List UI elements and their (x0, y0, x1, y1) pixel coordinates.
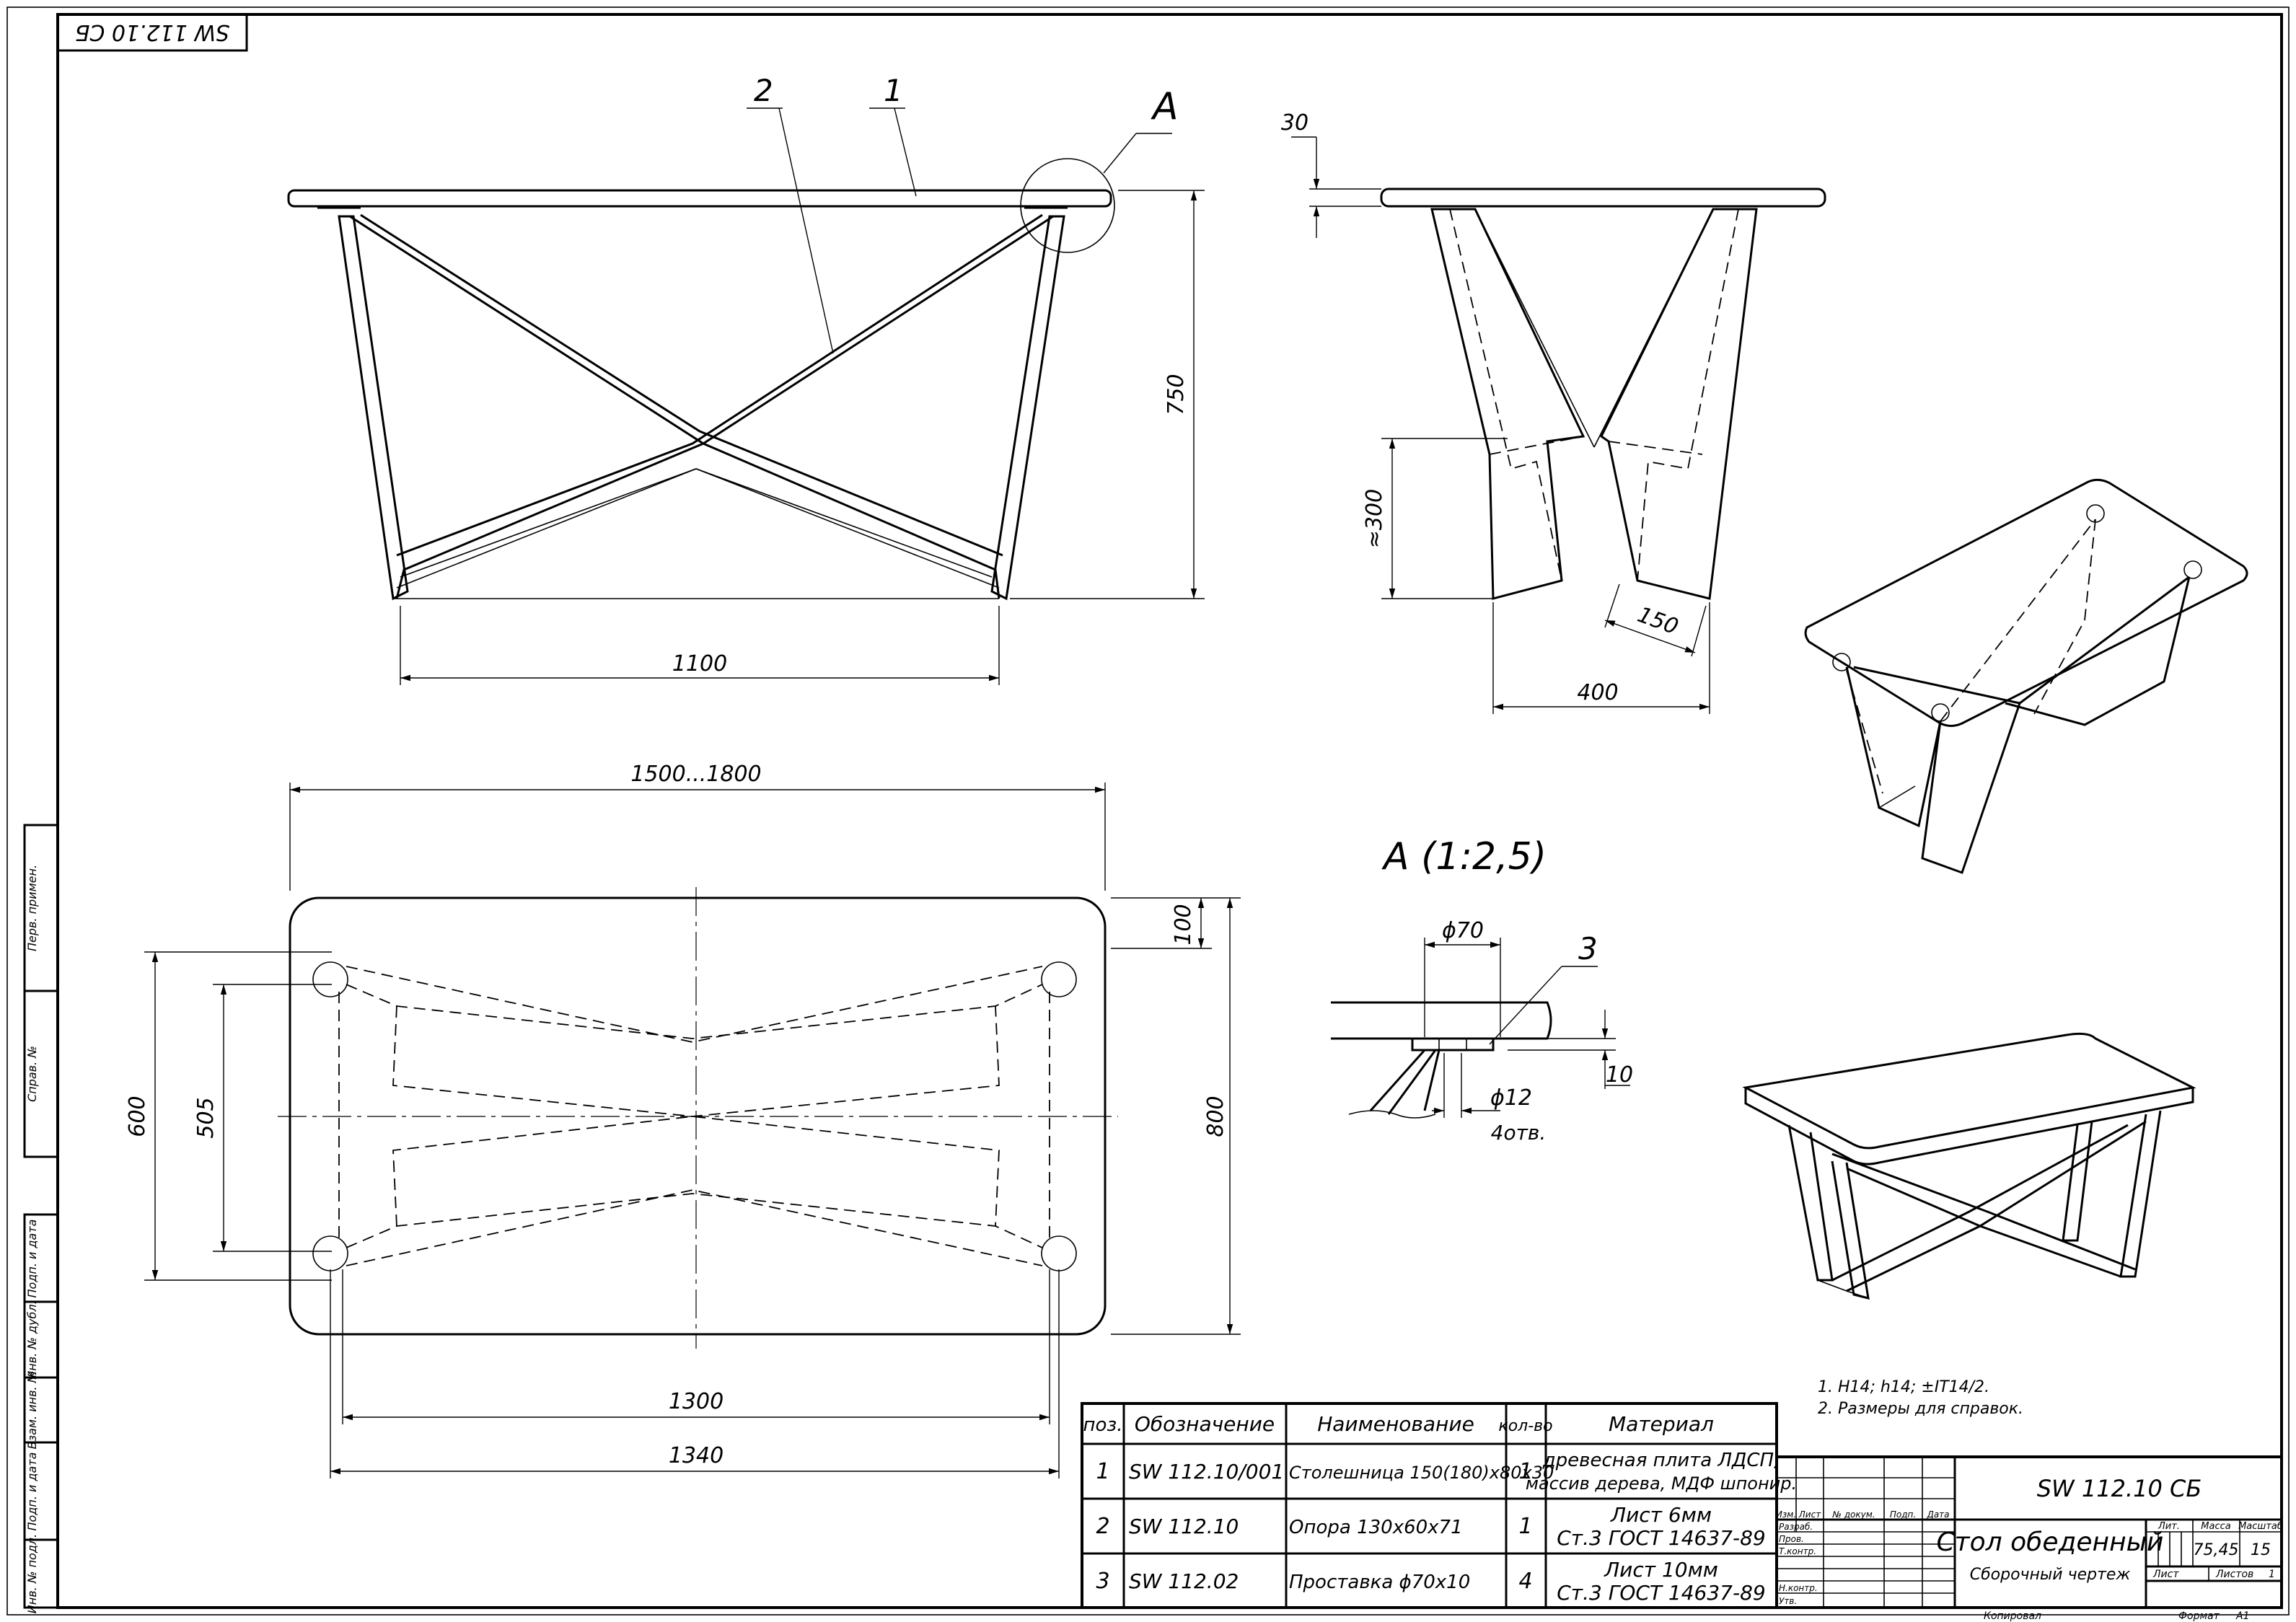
spec-row1-name: Столешница 150(180)х80х30 (1289, 1463, 1554, 1483)
spec-header-name: Наименование (1317, 1412, 1474, 1436)
tb-code: SW 112.10 СБ (2037, 1475, 2202, 1502)
tb-scale-label: Масштаб (2238, 1521, 2283, 1532)
detail-A-view: А (1:2,5) ϕ70 3 10 ϕ12 4отв. (1331, 835, 1633, 1145)
pos-1: 1 (884, 73, 903, 108)
dim-10: 10 (1606, 1062, 1633, 1088)
tb-sheet-label: Лист (2152, 1569, 2179, 1580)
dim-1500: 1500...1800 (630, 762, 761, 787)
tb-col-doc: № докум. (1831, 1509, 1875, 1520)
tb-format-label: Формат (2178, 1610, 2220, 1622)
dim-150: 150 (1634, 602, 1681, 640)
tb-role-1: Пров. (1779, 1534, 1804, 1544)
tb-col-date: Дата (1926, 1509, 1949, 1520)
tb-mass-label: Масса (2201, 1521, 2230, 1532)
top-stamp: SW 112.10 СБ (56, 13, 248, 52)
spec-row3-qty: 4 (1518, 1569, 1532, 1594)
dim-300: ≈300 (1362, 489, 1387, 548)
tb-role-2: Т.контр. (1779, 1546, 1816, 1556)
front-view: А 1 2 1100 750 (287, 73, 1205, 685)
dim-600: 600 (125, 1096, 150, 1137)
dim-phi70: ϕ70 (1442, 918, 1484, 943)
spec-header-code: Обозначение (1135, 1412, 1275, 1436)
pos-2: 2 (754, 73, 773, 108)
spec-row3-pos: 3 (1096, 1569, 1109, 1594)
side-label-1: Справ. № (25, 1046, 39, 1102)
dim-1300: 1300 (669, 1389, 723, 1414)
tb-sheets-label: Листов (2215, 1569, 2253, 1580)
spec-row2-code: SW 112.10 (1129, 1515, 1239, 1538)
spec-row1-mat1: древесная плита ЛДСП, (1542, 1450, 1780, 1471)
side-label-3: Инв. № дубл. (25, 1300, 39, 1379)
dim-400: 400 (1577, 680, 1618, 705)
tb-format: А1 (2235, 1610, 2249, 1622)
detail-title: А (1:2,5) (1381, 835, 1547, 878)
iso-view-transparent (1804, 478, 2248, 874)
spec-row2-mat1: Лист 6мм (1610, 1503, 1712, 1527)
dim-1340: 1340 (669, 1443, 723, 1468)
top-stamp-code: SW 112.10 СБ (75, 19, 229, 45)
top-view: 1500...1800 100 800 600 505 1300 1340 (125, 762, 1241, 1478)
tb-scale: 15 (2251, 1541, 2271, 1559)
dim-750: 750 (1164, 374, 1189, 415)
side-view: 30 ≈300 400 150 (1281, 110, 1826, 714)
callout-A: А (1151, 85, 1179, 128)
tb-lit-label: Лит. (2158, 1521, 2180, 1532)
spec-row2-qty: 1 (1518, 1514, 1532, 1539)
dim-100: 100 (1171, 904, 1196, 945)
spec-row3-name: Проставка ϕ70х10 (1289, 1572, 1470, 1593)
tb-col-izm: Изм. (1776, 1509, 1796, 1520)
note-2: 2. Размеры для справок. (1818, 1400, 2023, 1418)
tb-copied: Копировал (1984, 1610, 2041, 1622)
spec-row3-mat2: Ст.3 ГОСТ 14637-89 (1557, 1581, 1765, 1605)
spec-row1-qty: 1 (1518, 1459, 1532, 1484)
spec-row2-mat2: Ст.3 ГОСТ 14637-89 (1557, 1526, 1765, 1550)
spec-table: поз. Обозначение Наименование кол-во Мат… (1081, 1402, 1797, 1609)
iso-view-solid (1742, 1032, 2196, 1300)
note-1: 1. H14; h14; ±IT14/2. (1818, 1378, 1989, 1396)
side-label-5: Подп. и дата (25, 1453, 39, 1531)
dim-30: 30 (1281, 110, 1308, 136)
title-block: Изм. Лист № докум. Подп. Дата Разраб. Пр… (1775, 1455, 2283, 1609)
dim-holes: 4отв. (1491, 1121, 1547, 1145)
dim-1100: 1100 (672, 651, 727, 676)
spec-row3-mat1: Лист 10мм (1604, 1558, 1718, 1582)
spec-row3-code: SW 112.02 (1129, 1569, 1239, 1593)
spec-header-mat: Материал (1609, 1412, 1714, 1436)
spec-row2-name: Опора 130х60х71 (1289, 1517, 1463, 1538)
side-stamp: Перв. примен. Справ. № Подп. и дата Инв.… (23, 824, 59, 1613)
side-label-2: Подп. и дата (25, 1220, 39, 1298)
spec-row1-pos: 1 (1096, 1459, 1109, 1484)
tb-col-sign: Подп. (1890, 1509, 1916, 1520)
tb-role-3: Н.контр. (1779, 1583, 1818, 1593)
pos-3: 3 (1578, 931, 1598, 966)
tb-subtitle: Сборочный чертеж (1970, 1566, 2131, 1584)
spec-row2-pos: 2 (1096, 1514, 1109, 1539)
sheet-frame (6, 6, 2290, 1616)
tb-role-4: Утв. (1779, 1596, 1797, 1606)
spec-header-qty: кол-во (1498, 1417, 1552, 1435)
side-label-6: Инв. № подл. (25, 1534, 39, 1613)
dim-505: 505 (193, 1097, 219, 1138)
spec-row1-mat2: массив дерева, МДФ шпонир. (1526, 1473, 1797, 1494)
tb-sheets: 1 (2269, 1569, 2275, 1580)
spec-row1-code: SW 112.10/001 (1129, 1460, 1284, 1484)
spec-header-pos: поз. (1083, 1414, 1123, 1436)
tb-mass: 75,45 (2194, 1541, 2239, 1559)
tb-title: Стол обеденный (1937, 1528, 2164, 1557)
tb-col-list: Лист (1798, 1509, 1821, 1520)
dim-phi12: ϕ12 (1490, 1085, 1532, 1111)
side-label-0: Перв. примен. (25, 865, 39, 951)
tb-role-0: Разраб. (1779, 1522, 1813, 1532)
side-label-4: Взам. инв. № (25, 1371, 39, 1450)
dim-800: 800 (1203, 1096, 1228, 1137)
